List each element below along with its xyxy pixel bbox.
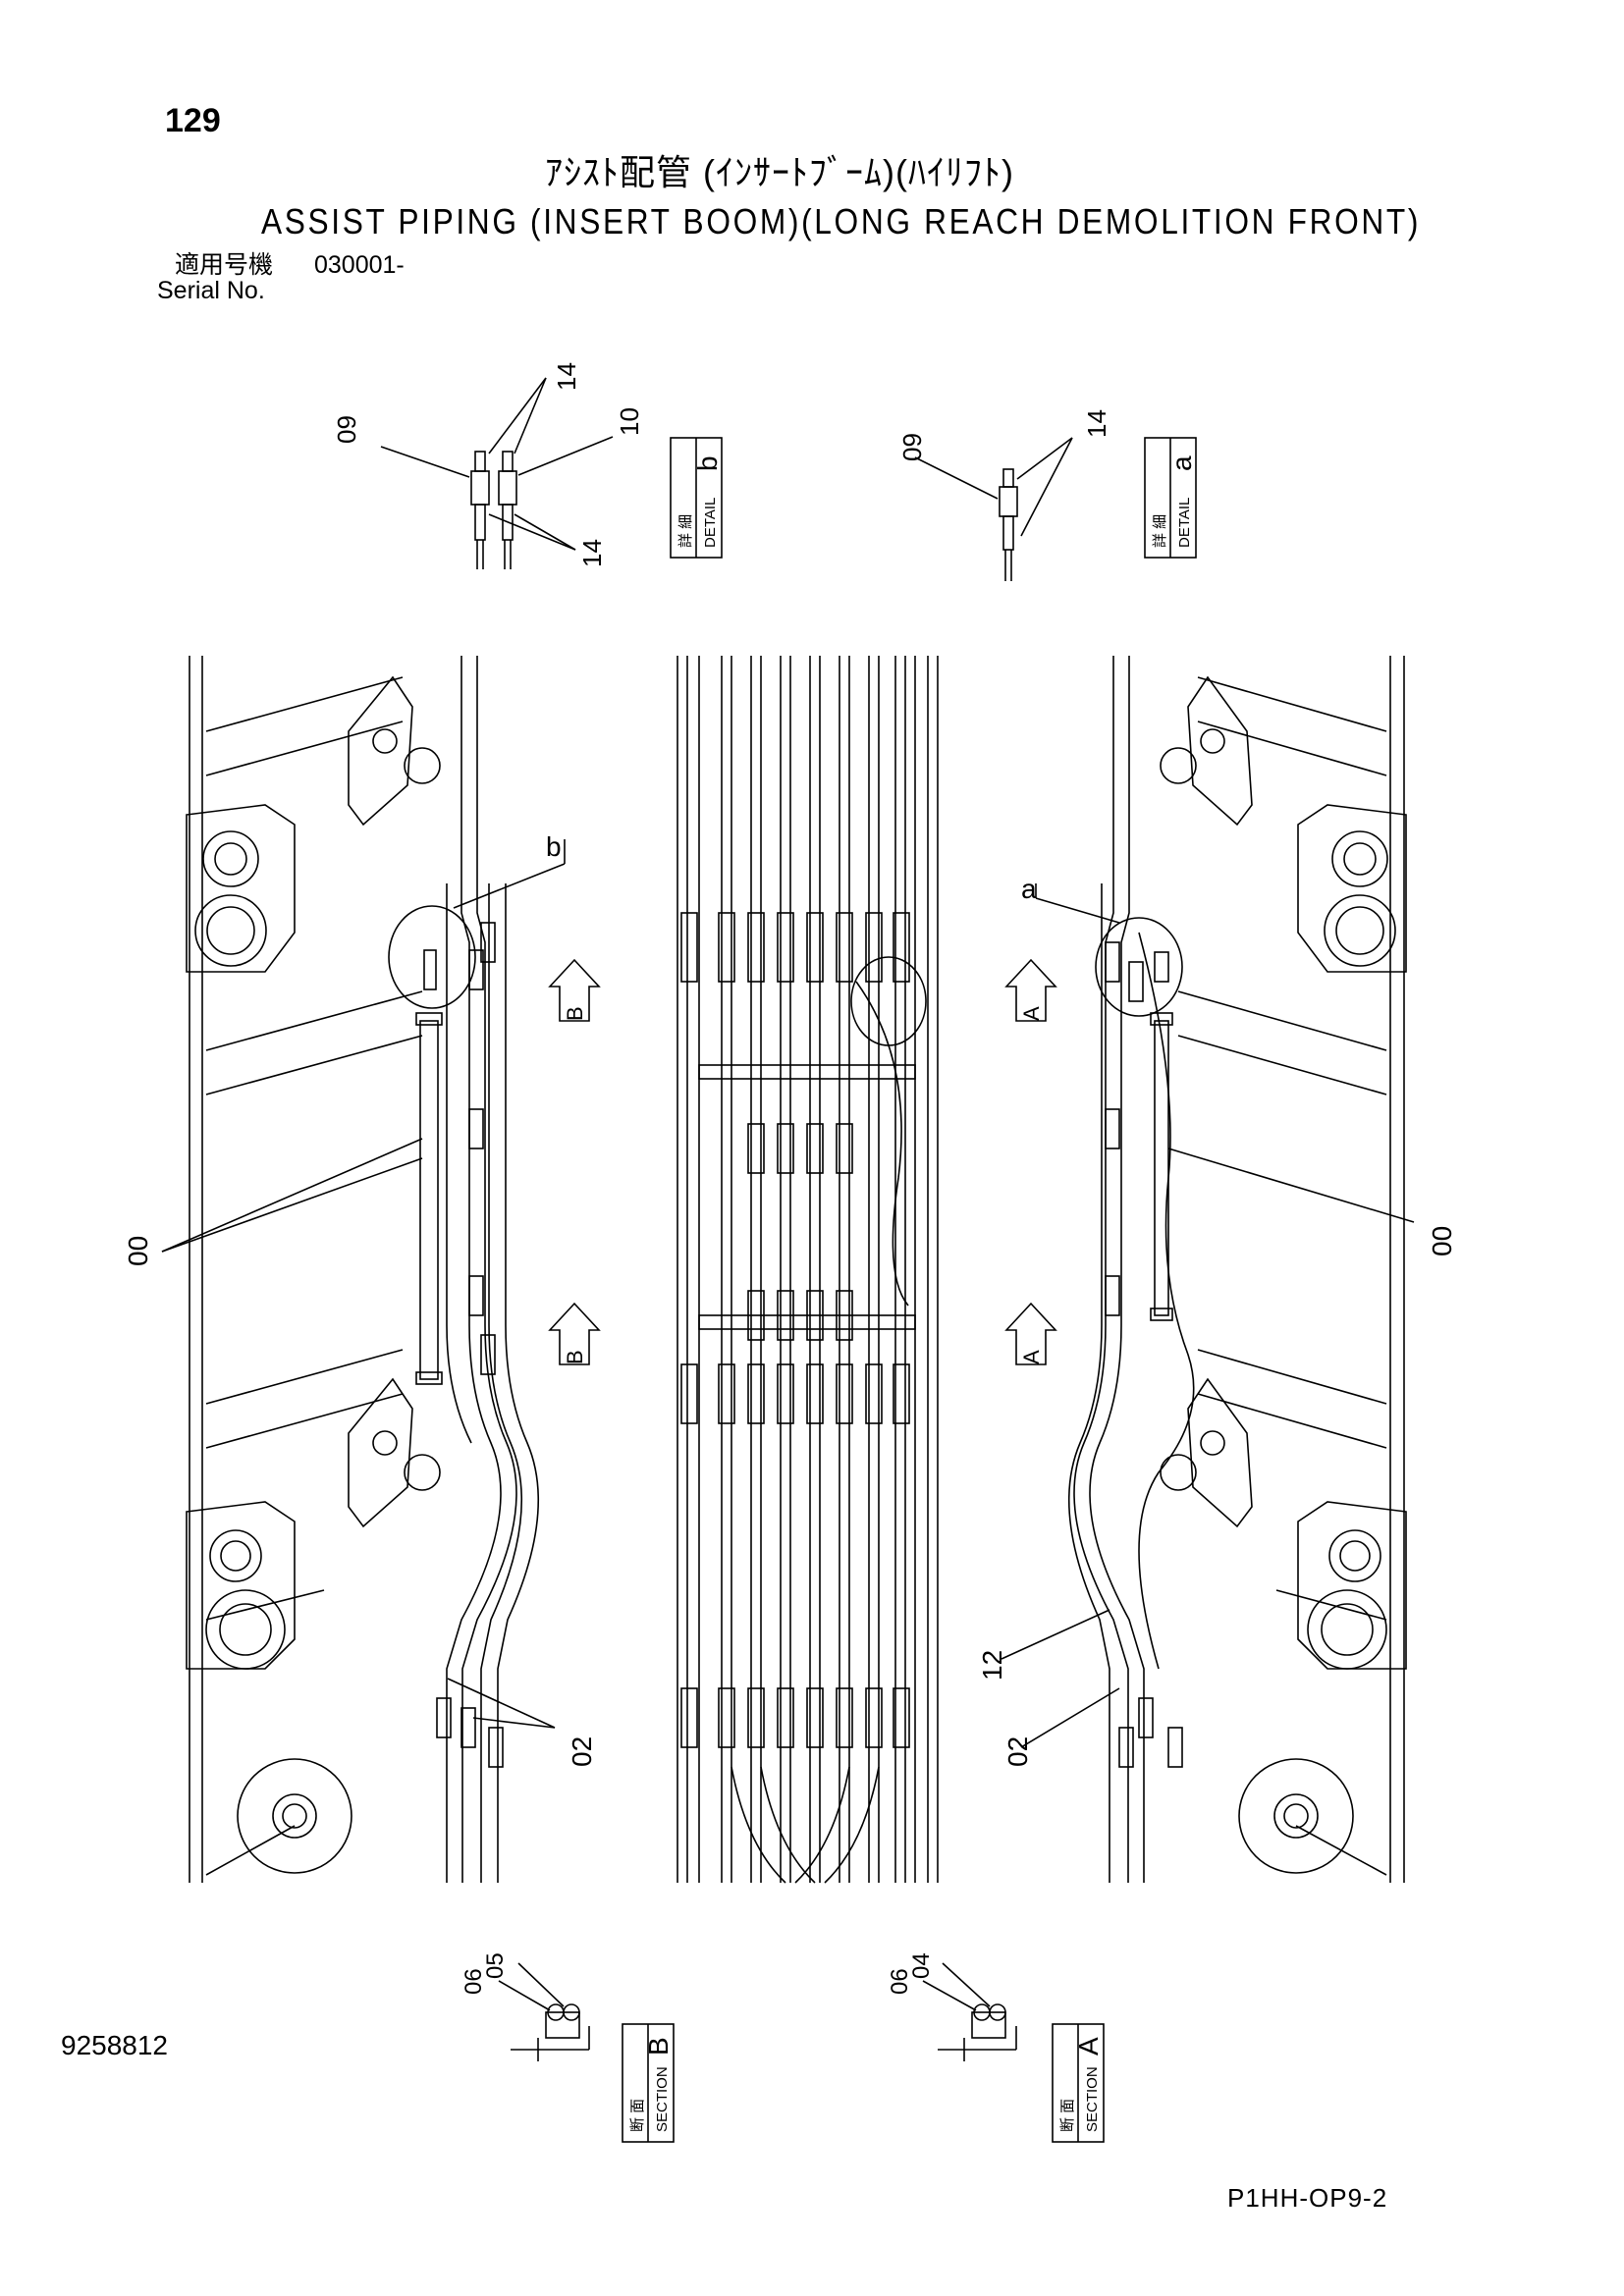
detail-a-label-en: DETAIL bbox=[1176, 498, 1193, 548]
detail-b-label-jp: 詳 細 bbox=[677, 514, 694, 548]
section-arrow-a-upper: A bbox=[1019, 1006, 1044, 1021]
left-boom-view bbox=[161, 656, 601, 1883]
section-arrow-b-lower: B bbox=[563, 1350, 587, 1364]
detail-b-view bbox=[380, 377, 723, 569]
right-callout-00: 00 bbox=[1427, 1226, 1457, 1256]
left-callout-00: 00 bbox=[123, 1236, 153, 1266]
section-b-view bbox=[498, 1962, 675, 2143]
serial-value: 030001- bbox=[314, 251, 405, 279]
section-a-letter: A bbox=[1073, 2037, 1104, 2056]
detail-b-letter: b bbox=[692, 455, 723, 471]
section-b-label-jp: 断 面 bbox=[629, 2099, 646, 2132]
serial-label-japanese: 適用号機 bbox=[175, 251, 274, 279]
page-code: P1HH-OP9-2 bbox=[1227, 2183, 1388, 2213]
right-callout-12: 12 bbox=[977, 1650, 1007, 1681]
right-boom-view bbox=[1001, 656, 1415, 1883]
title-english: ASSIST PIPING (INSERT BOOM)(LONG REACH D… bbox=[261, 201, 1422, 241]
detail-a-label-jp: 詳 細 bbox=[1152, 514, 1168, 548]
detail-a-letter: a bbox=[1166, 455, 1197, 471]
detail-b-callout-14-top: 14 bbox=[552, 362, 581, 391]
detail-b-label-en: DETAIL bbox=[702, 498, 719, 548]
section-a-label-en: SECTION bbox=[1084, 2066, 1101, 2132]
section-a-view bbox=[922, 1962, 1105, 2143]
section-arrow-a-lower: A bbox=[1019, 1350, 1044, 1364]
detail-a-view bbox=[914, 437, 1197, 581]
section-a-callout-06: 06 bbox=[887, 1968, 913, 1995]
section-b-letter: B bbox=[643, 2037, 674, 2056]
left-callout-b: b bbox=[546, 831, 562, 862]
right-callout-a: a bbox=[1021, 874, 1037, 904]
section-arrow-b-upper: B bbox=[563, 1006, 587, 1021]
detail-b-callout-09: 09 bbox=[332, 415, 361, 444]
document-number: 9258812 bbox=[61, 2030, 169, 2060]
detail-b-callout-14-bottom: 14 bbox=[577, 539, 607, 567]
detail-a-callout-09: 09 bbox=[897, 433, 927, 461]
page-number: 129 bbox=[165, 102, 221, 139]
section-a-label-jp: 断 面 bbox=[1059, 2099, 1076, 2132]
section-a-callout-04: 04 bbox=[908, 1952, 935, 1979]
right-callout-02: 02 bbox=[1002, 1736, 1033, 1767]
detail-a-callout-14: 14 bbox=[1082, 409, 1111, 438]
detail-b-callout-10: 10 bbox=[615, 407, 644, 436]
center-boom-view bbox=[677, 656, 939, 1884]
left-callout-02: 02 bbox=[567, 1736, 597, 1767]
section-b-callout-05: 05 bbox=[482, 1952, 509, 1979]
serial-label-english: Serial No. bbox=[157, 277, 265, 304]
title-japanese: ｱｼｽﾄ配管 (ｲﾝｻｰﾄﾌﾞｰﾑ)(ﾊｲﾘﾌﾄ) bbox=[545, 152, 1014, 192]
section-b-callout-06: 06 bbox=[460, 1968, 487, 1995]
section-b-label-en: SECTION bbox=[654, 2066, 671, 2132]
